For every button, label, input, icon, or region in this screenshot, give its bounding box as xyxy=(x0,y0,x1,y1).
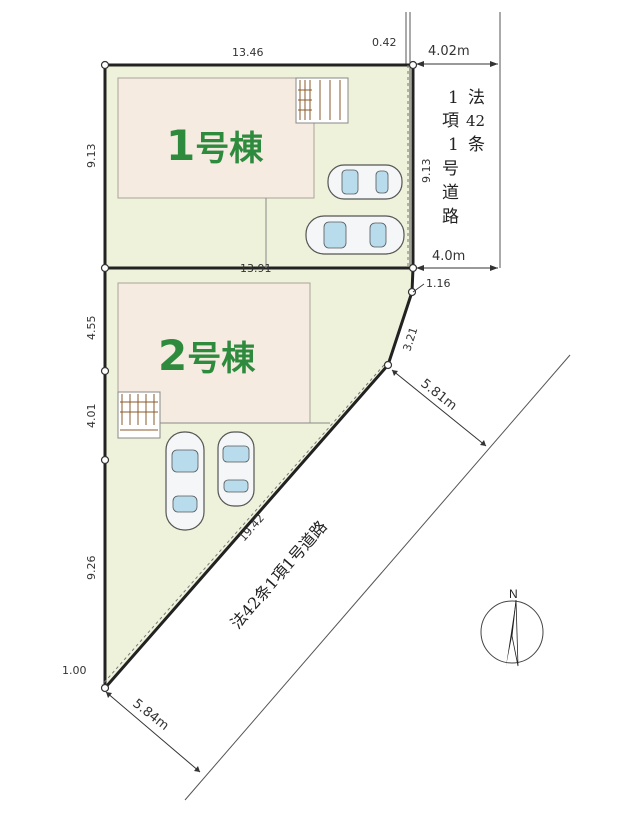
leader-1-16 xyxy=(412,283,425,293)
east-road-col2-1: 項 xyxy=(442,111,459,131)
dim-left-b2-mid: 4.01 xyxy=(85,404,98,429)
building-1-footprint xyxy=(117,77,315,199)
building-1-deck xyxy=(295,77,349,124)
survey-markers xyxy=(100,60,418,693)
dim-left-b2-lower: 9.26 xyxy=(85,556,98,581)
east-road-col1-1: 42 xyxy=(466,112,485,130)
dim-diag-small: 3.21 xyxy=(400,326,420,353)
setback-line-diagonal xyxy=(101,364,385,686)
dim-top-small: 0.42 xyxy=(372,36,397,49)
north-compass xyxy=(480,599,544,667)
dim-left-b1: 9.13 xyxy=(85,144,98,169)
north-label: N xyxy=(509,587,518,601)
building-1-label: 1号棟 xyxy=(166,121,264,170)
east-road-label: 1 項 1 号 道 路 法 42 条 xyxy=(442,88,485,227)
east-road-col1-0: 法 xyxy=(468,88,485,108)
dim-bottom-small: 1.00 xyxy=(62,664,87,677)
east-road-col2-5: 路 xyxy=(442,207,459,227)
car-4 xyxy=(217,431,255,507)
car-3 xyxy=(165,431,205,531)
east-road-col2-2: 1 xyxy=(448,135,459,155)
dim-right-small: 1.16 xyxy=(426,277,451,290)
east-road-col1-2: 条 xyxy=(468,135,485,155)
arrow-heads xyxy=(106,61,498,772)
car-1 xyxy=(327,164,403,200)
building-2-label: 2号棟 xyxy=(158,331,256,380)
building-2-deck xyxy=(117,391,161,439)
east-road-col2-0: 1 xyxy=(448,88,459,108)
dim-mid-width: 13.91 xyxy=(240,262,272,275)
dim-road-width-diag-lower: 5.84m xyxy=(130,696,172,733)
dim-top-width: 13.46 xyxy=(232,46,264,59)
dim-right-b1: 9.13 xyxy=(420,159,433,184)
east-road-col2-3: 号 xyxy=(442,159,459,179)
dim-left-b2-upper: 4.55 xyxy=(85,316,98,341)
dim-road-width-top: 4.02m xyxy=(428,44,470,59)
east-road-col2-4: 道 xyxy=(442,183,459,203)
car-2 xyxy=(305,215,405,255)
dim-road-width-mid: 4.0m xyxy=(432,249,465,264)
diagonal-road-outer-line xyxy=(184,354,571,801)
dimension-arrows xyxy=(105,63,498,773)
